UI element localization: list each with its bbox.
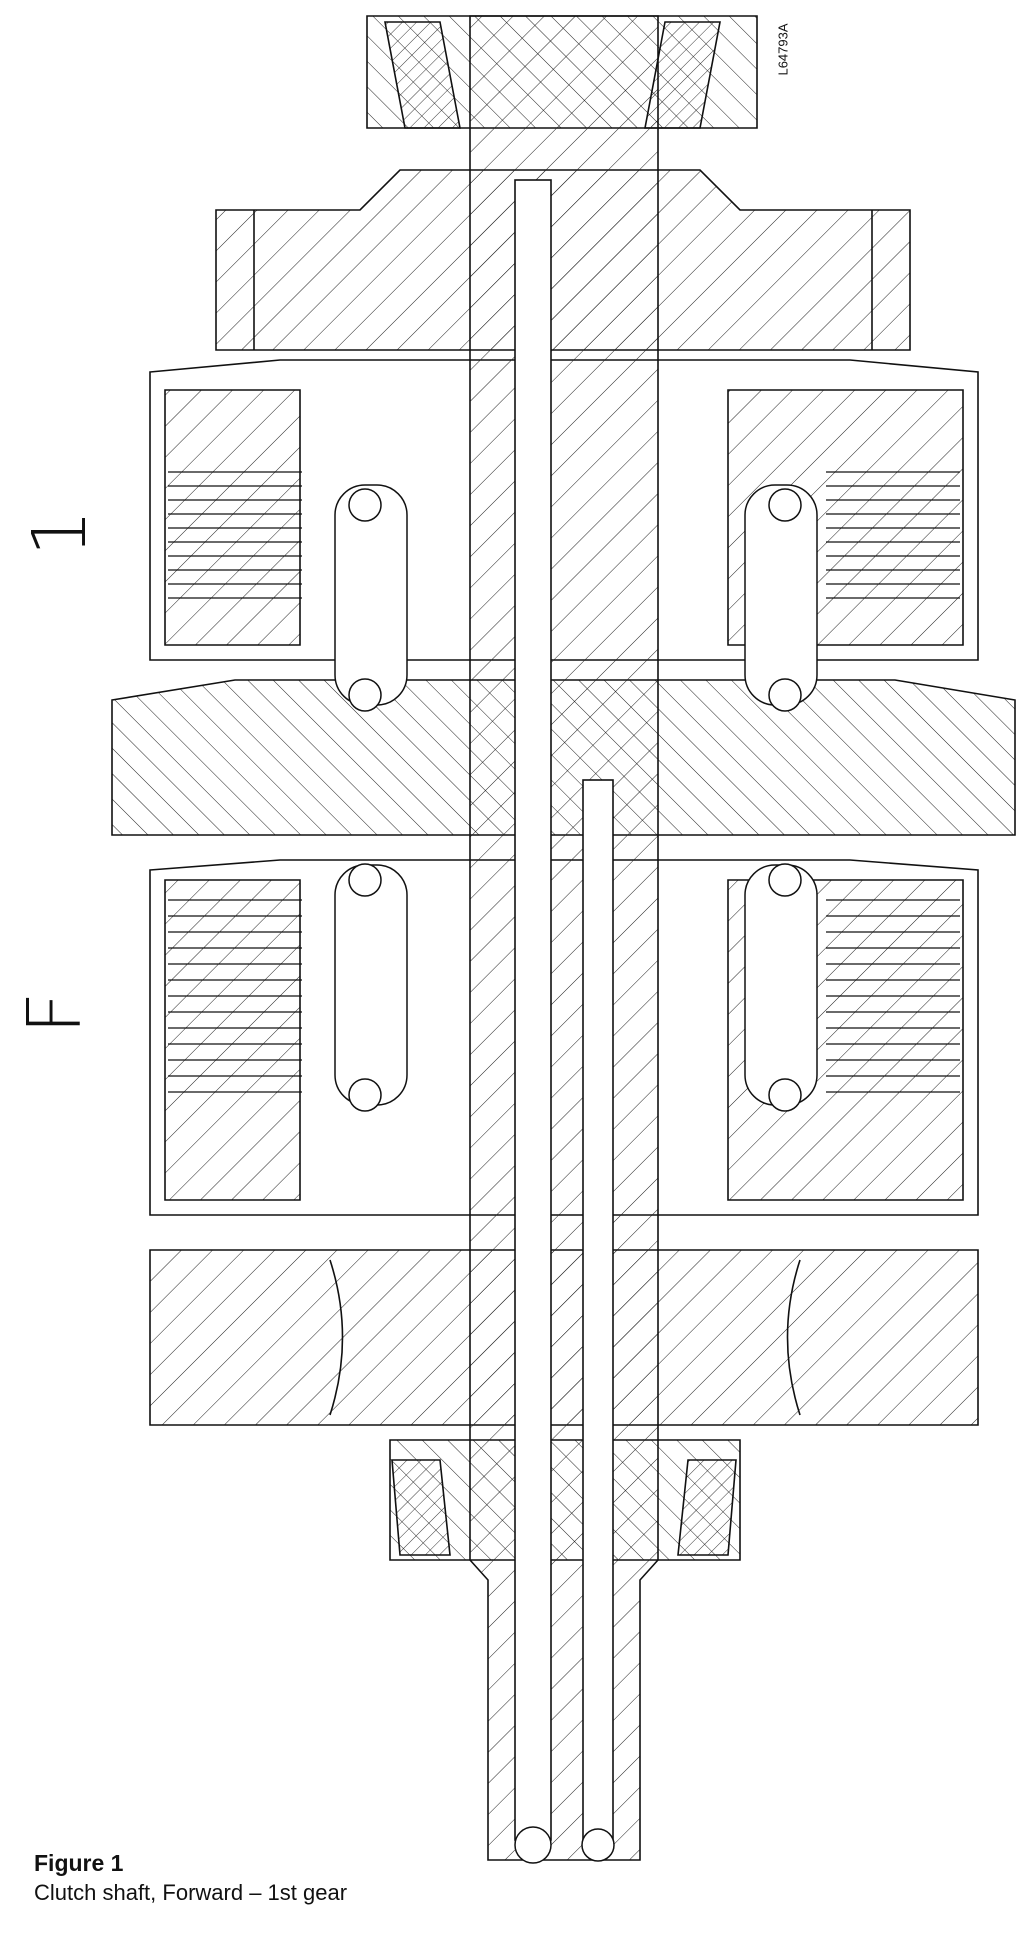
side-label-gear-number: 1: [17, 509, 103, 557]
lower-clutch-housing: [149, 859, 979, 1216]
figure-description: Clutch shaft, Forward – 1st gear: [34, 1880, 348, 1905]
upper-left-plate-stack: [168, 471, 302, 599]
side-label-direction: F: [12, 991, 98, 1035]
top-bearing-left: [384, 21, 461, 129]
shaft-bore-left: [514, 179, 552, 1841]
lower-left-plate-stack: [168, 899, 302, 1093]
figure-caption: Figure 1 Clutch shaft, Forward – 1st gea…: [34, 1848, 347, 1908]
main-shaft: [469, 15, 659, 1861]
shaft-bore-right: [582, 779, 614, 1841]
lower-left-piston: [334, 864, 408, 1106]
lower-right-piston: [744, 864, 818, 1106]
drawing-reference-code: L64793A: [775, 23, 791, 76]
lower-right-plate-stack: [826, 899, 960, 1093]
upper-right-plate-stack: [826, 471, 960, 599]
upper-clutch-housing: [149, 359, 979, 661]
figure-label: Figure 1: [34, 1850, 124, 1876]
